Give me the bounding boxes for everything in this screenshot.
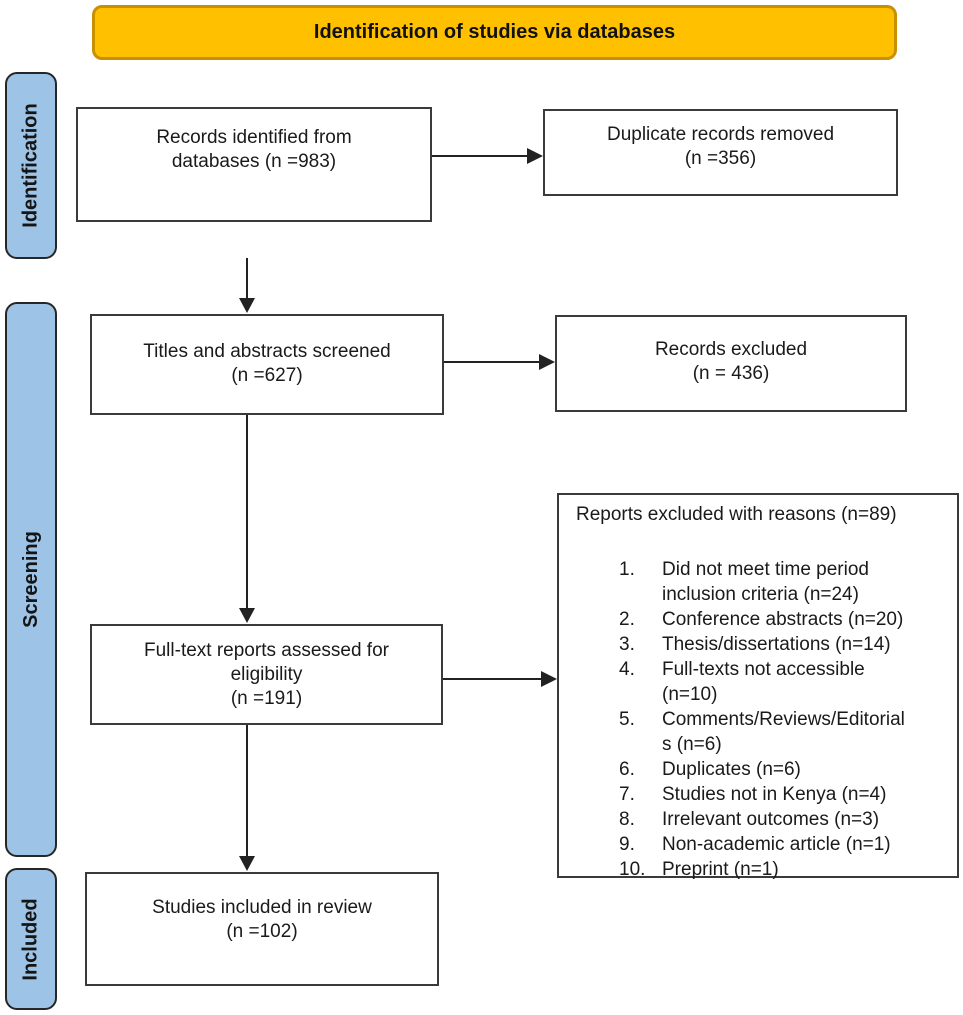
exclusion-reason-item: 2. Conference abstracts (n=20) [576,607,949,632]
exclusion-reason-item: 3. Thesis/dissertations (n=14) [576,632,949,657]
exclusion-reason-item: 4. Full-texts not accessible (n=10) [576,657,949,707]
arrow-fulltext-to-reports-line [443,678,542,680]
item-number: 7. [619,784,635,805]
box-records-identified: Records identified from databases (n =98… [76,107,432,222]
box-reports-excluded-reasons: Reports excluded with reasons (n=89) 1. … [557,493,959,880]
box-records-excluded: Records excluded (n = 436) [555,315,907,412]
item-number: 10. [619,859,646,880]
item-number: 8. [619,809,635,830]
item-text: Preprint (n=1) [662,859,779,880]
exclusion-reason-item: 9. Non-academic article (n=1) [576,832,949,857]
box-duplicate-records-removed: Duplicate records removed (n =356) [543,109,898,196]
item-number: 9. [619,834,635,855]
arrow-titles-to-fulltext-head-icon [239,608,255,623]
arrow-titles-to-excluded-head-icon [539,354,555,370]
arrow-fulltext-to-included-head-icon [239,856,255,871]
item-number: 5. [619,709,635,730]
item-text: Non-academic article (n=1) [662,834,891,855]
arrow-titles-to-excluded-line [444,361,540,363]
exclusion-reason-item: 6. Duplicates (n=6) [576,757,949,782]
item-number: 4. [619,659,635,680]
item-number: 1. [619,559,635,580]
item-text: Thesis/dissertations (n=14) [662,634,891,655]
arrow-records-to-titles-head-icon [239,298,255,313]
item-text: Irrelevant outcomes (n=3) [662,809,880,830]
exclusion-reason-item: 5. Comments/Reviews/Editorial s (n=6) [576,707,949,757]
exclusion-reason-item: 1. Did not meet time period inclusion cr… [576,557,949,607]
item-text: Comments/Reviews/Editorial s (n=6) [662,709,905,755]
item-text: Full-texts not accessible (n=10) [662,659,865,705]
item-number: 2. [619,609,635,630]
stage-label-screening-text: Screening [19,531,42,628]
arrow-records-to-duplicates-head-icon [527,148,543,164]
item-number: 6. [619,759,635,780]
exclusion-reason-item: 10. Preprint (n=1) [576,857,949,882]
stage-label-included: Included [5,868,57,1010]
header-title: Identification of studies via databases [313,21,676,43]
box-titles-abstracts-screened: Titles and abstracts screened (n =627) [90,314,444,415]
arrow-records-to-titles-line [246,258,248,300]
item-text: Duplicates (n=6) [662,759,801,780]
box-studies-included: Studies included in review (n =102) [85,872,439,986]
item-text: Conference abstracts (n=20) [662,609,904,630]
reports-excluded-list: 1. Did not meet time period inclusion cr… [576,557,949,882]
reports-excluded-title: Reports excluded with reasons (n=89) [576,504,897,525]
header-banner: Identification of studies via databases [92,5,897,60]
item-number: 3. [619,634,635,655]
arrow-titles-to-fulltext-line [246,415,248,610]
item-text: Studies not in Kenya (n=4) [662,784,887,805]
item-text: Did not meet time period inclusion crite… [662,559,869,605]
exclusion-reason-item: 8. Irrelevant outcomes (n=3) [576,807,949,832]
stage-label-screening: Screening [5,302,57,857]
stage-label-included-text: Included [19,897,42,981]
exclusion-reason-item: 7. Studies not in Kenya (n=4) [576,782,949,807]
stage-label-identification-text: Identification [19,103,42,228]
arrow-fulltext-to-included-line [246,725,248,858]
stage-label-identification: Identification [5,72,57,259]
arrow-fulltext-to-reports-head-icon [541,671,557,687]
arrow-records-to-duplicates-line [432,155,529,157]
box-fulltext-assessed: Full-text reports assessed for eligibili… [90,624,443,725]
